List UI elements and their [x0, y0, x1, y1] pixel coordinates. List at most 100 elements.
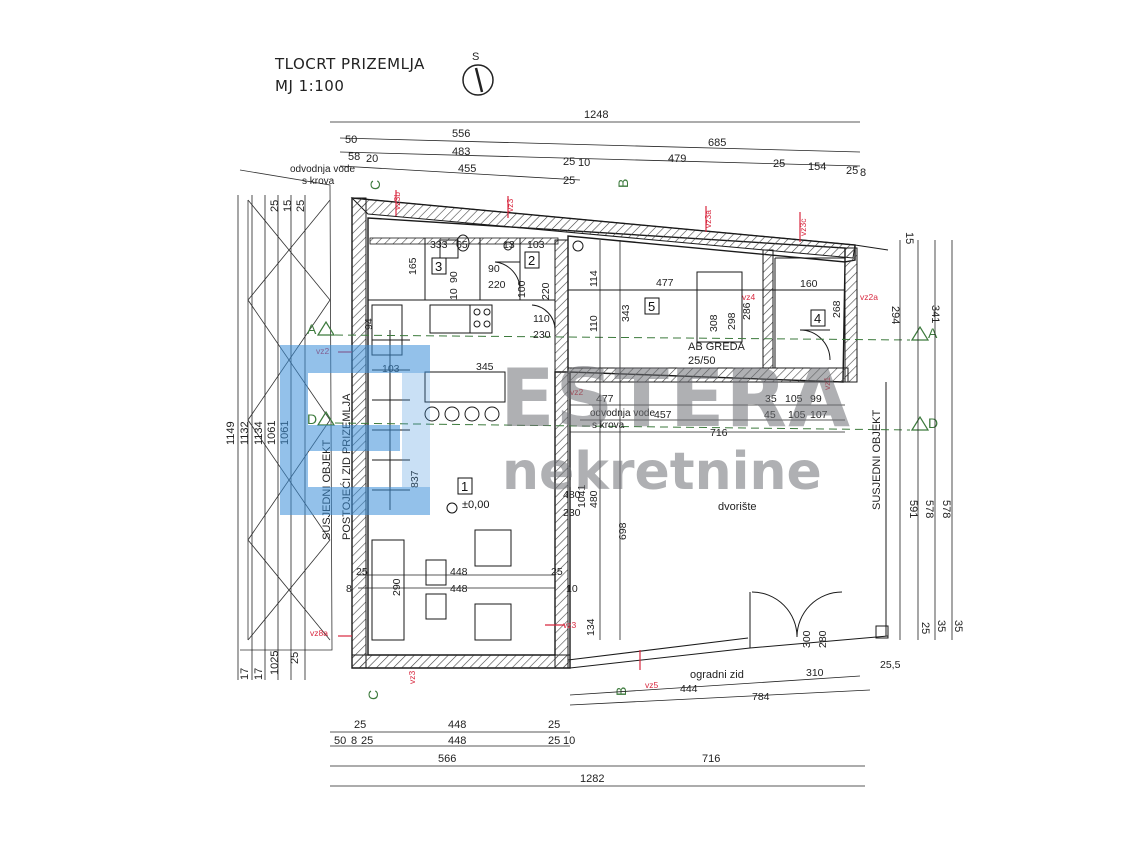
dim: 154 [808, 161, 826, 173]
dim: 25 [295, 200, 307, 212]
drain-label-left-2: s krova [302, 176, 335, 187]
dim: 25 [563, 156, 575, 168]
section-lines [334, 334, 911, 431]
dim: 591 [907, 500, 919, 518]
dim: 341 [929, 305, 941, 323]
dim: 25 [289, 652, 301, 664]
dim: 1061 [266, 421, 278, 445]
dim: 17 [253, 668, 265, 680]
room-1-box [457, 477, 473, 495]
dim: 343 [620, 304, 632, 322]
dim: 1025 [269, 651, 281, 675]
dim: 105 [785, 393, 803, 405]
dim: 99 [810, 393, 822, 405]
tag-vz3-bottom: vz3 [407, 671, 417, 685]
dim: 105 [788, 409, 806, 421]
tag-vz3-right: vz3 [563, 620, 577, 630]
dim: 15 [282, 200, 294, 212]
room-1-level: ±0,00 [462, 499, 489, 511]
dim: 90 [448, 271, 460, 283]
room-number-5: 5 [648, 299, 655, 314]
dim: 480 [588, 490, 600, 508]
dim: 103 [527, 239, 545, 251]
dim: 698 [617, 522, 629, 540]
dim: 1132 [239, 421, 251, 445]
dim: 50 [334, 735, 346, 747]
dim: 1134 [253, 421, 265, 445]
room-number-3: 3 [435, 259, 442, 274]
section-c-bottom: C [365, 690, 381, 700]
beam-label-1: AB GREDA [688, 341, 746, 353]
courtyard-boundary [567, 244, 889, 669]
dim: 10 [448, 288, 460, 300]
dim: 1248 [584, 109, 608, 121]
tag-vz5: vz5 [645, 680, 659, 690]
dim: 308 [708, 314, 720, 332]
dim: 268 [831, 300, 843, 318]
dim: 134 [585, 618, 597, 636]
dim: 578 [923, 500, 935, 518]
plan-title: TLOCRT PRIZEMLJA [275, 55, 425, 73]
drain-label-mid-1: odvodnja vode [590, 408, 655, 419]
dim: 25 [356, 566, 368, 578]
section-d-right: D [928, 415, 938, 431]
dim: 160 [800, 278, 818, 290]
drain-label-left-1: odvodnja vode [290, 164, 355, 175]
section-d-left: D [307, 411, 317, 427]
tag-vz4: vz4 [742, 292, 756, 302]
dim: 290 [391, 578, 403, 596]
dim: 685 [708, 137, 726, 149]
dim: 479 [668, 153, 686, 165]
dim: 90 [488, 263, 500, 275]
dim: 10 [563, 735, 575, 747]
dim: 13 [503, 239, 515, 251]
tag-vz3a: vz3a [703, 210, 713, 228]
section-a-right: A [928, 325, 938, 341]
dim: 300 [801, 630, 813, 648]
dim: 25 [269, 200, 281, 212]
dim: 448 [448, 735, 466, 747]
plan-scale: MJ 1:100 [275, 77, 345, 95]
dim: 107 [810, 409, 828, 421]
north-arrow-icon: S [462, 51, 494, 96]
dim: 280 [817, 630, 829, 648]
dim: 294 [889, 306, 901, 324]
dim: 455 [458, 163, 476, 175]
dim: 333 [430, 239, 448, 251]
dim: 20 [366, 153, 378, 165]
dim: 220 [488, 279, 506, 291]
courtyard-label: dvorište [718, 501, 757, 513]
tag-vz3b: vz3b [392, 192, 402, 210]
dim: 35 [952, 620, 964, 632]
dim: 477 [656, 277, 674, 289]
dim: 483 [452, 146, 470, 158]
room-number-4: 4 [814, 311, 821, 326]
dim: 94 [363, 318, 375, 330]
dim: 230 [533, 329, 551, 341]
dim: 110 [588, 315, 600, 332]
dim: 448 [450, 566, 468, 578]
dim: 457 [654, 409, 672, 421]
dim: 310 [806, 667, 824, 679]
neighbor-label-right: SUSJEDNI OBJEKT [871, 409, 883, 510]
room-3-box [431, 257, 447, 275]
dim: 448 [450, 583, 468, 595]
dim: 165 [407, 257, 419, 275]
exterior-walls [350, 197, 858, 669]
dim: 25 [563, 175, 575, 187]
fence-label: ogradni zid [690, 669, 744, 681]
tag-vz2a: vz2a [860, 292, 878, 302]
dim: 1149 [225, 421, 237, 445]
tag-vz1: vz1 [822, 377, 832, 391]
dim: 837 [409, 470, 421, 488]
dim: 25 [548, 719, 560, 731]
dim: 25 [354, 719, 366, 731]
dim: 25 [773, 158, 785, 170]
tag-vz3-top: vz3 [505, 199, 515, 213]
dim: 25 [846, 165, 858, 177]
dim: 25 [361, 735, 373, 747]
dim: 17 [239, 668, 251, 680]
dim: 345 [476, 361, 494, 373]
dim: 448 [448, 719, 466, 731]
